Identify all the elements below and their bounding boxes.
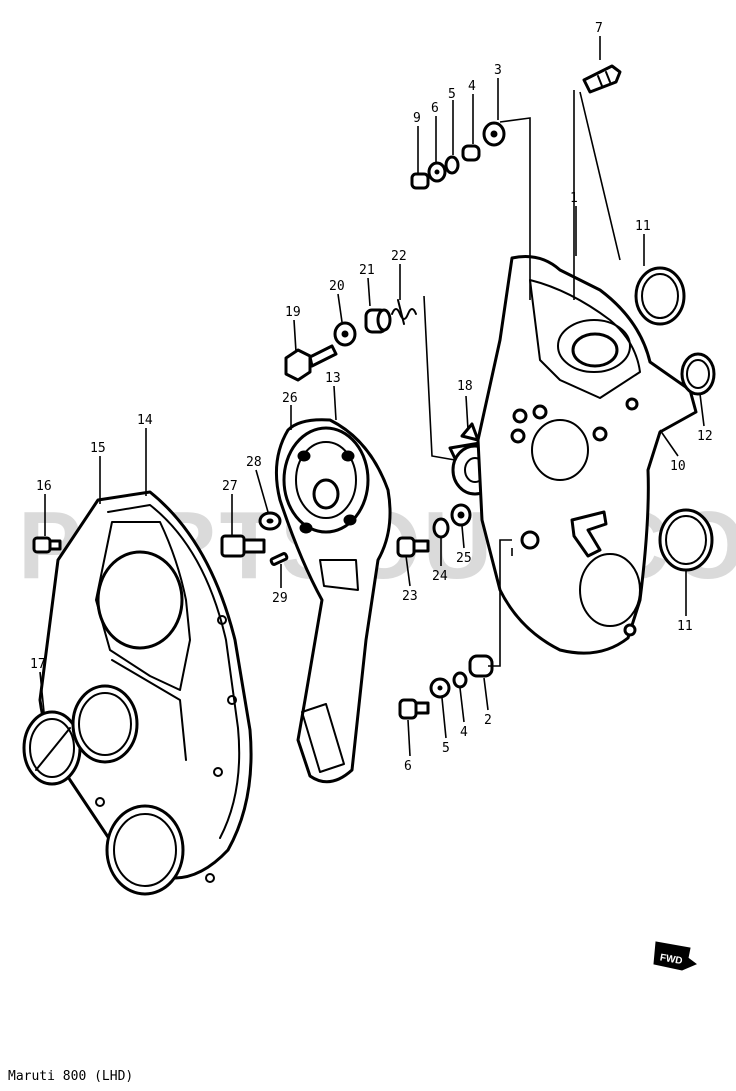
- callout-17: 17: [30, 657, 46, 672]
- seal-11-lower[interactable]: [658, 508, 714, 572]
- collar-4-upper[interactable]: [461, 144, 481, 162]
- callout-24: 24: [432, 569, 448, 584]
- stud-7[interactable]: [582, 64, 622, 94]
- callout-3: 3: [494, 63, 502, 78]
- timing-belt-inside-cover[interactable]: [476, 255, 698, 655]
- callout-20: 20: [329, 279, 345, 294]
- washer-24[interactable]: [432, 517, 450, 539]
- leader-lines: [39, 36, 705, 757]
- washer-5-upper[interactable]: [444, 155, 460, 175]
- callout-6-lower: 6: [404, 759, 412, 774]
- callout-labels: 7 3 4 5 6 9 1 11 22 21 20 19 13 26 14 15…: [30, 21, 713, 774]
- bolt-9[interactable]: [410, 172, 430, 190]
- callout-26: 26: [282, 391, 298, 406]
- washer-20[interactable]: [333, 321, 357, 347]
- cover-seal-17[interactable]: [22, 710, 82, 786]
- callout-5-lower: 5: [442, 741, 450, 756]
- callout-19: 19: [285, 305, 301, 320]
- callout-15: 15: [90, 441, 106, 456]
- callout-6-upper: 6: [431, 101, 439, 116]
- callout-28: 28: [246, 455, 262, 470]
- callout-29: 29: [272, 591, 288, 606]
- seal-12[interactable]: [680, 352, 716, 396]
- spring-22[interactable]: [391, 299, 417, 325]
- callout-18: 18: [457, 379, 473, 394]
- diagram-caption: Maruti 800 (LHD): [8, 1069, 133, 1084]
- bolt-6-lower[interactable]: [398, 698, 430, 720]
- fwd-direction-marker: FWD: [653, 941, 697, 971]
- callout-11-upper: 11: [635, 219, 651, 234]
- callout-7: 7: [595, 21, 603, 36]
- callout-13: 13: [325, 371, 341, 386]
- collar-4-lower[interactable]: [452, 671, 468, 689]
- callout-5-upper: 5: [448, 87, 456, 102]
- callout-25: 25: [456, 551, 472, 566]
- washer-25[interactable]: [450, 503, 472, 527]
- callout-21: 21: [359, 263, 375, 278]
- bolt-19[interactable]: [284, 344, 338, 382]
- crankshaft-pulley-26[interactable]: [282, 426, 370, 534]
- callout-10: 10: [670, 459, 686, 474]
- seal-11-upper[interactable]: [634, 266, 686, 326]
- fwd-label: FWD: [659, 952, 683, 967]
- callout-1: 1: [570, 191, 578, 206]
- callout-14: 14: [137, 413, 153, 428]
- callout-9: 9: [413, 111, 421, 126]
- grommet-3[interactable]: [482, 121, 506, 147]
- bolt-23[interactable]: [396, 536, 430, 558]
- cover-bolt-16[interactable]: [32, 536, 62, 554]
- callout-4-upper: 4: [468, 79, 476, 94]
- cover-seal-lower[interactable]: [105, 804, 185, 896]
- callout-22: 22: [391, 249, 407, 264]
- washer-28[interactable]: [258, 511, 282, 531]
- callout-27: 27: [222, 479, 238, 494]
- cover-seal-upper[interactable]: [71, 684, 139, 764]
- washer-6-upper[interactable]: [427, 161, 447, 183]
- assembly-lines: [423, 90, 621, 667]
- callout-2: 2: [484, 713, 492, 728]
- spacer-21[interactable]: [364, 308, 392, 334]
- callout-23: 23: [402, 589, 418, 604]
- pin-29[interactable]: [269, 552, 289, 566]
- washer-5-lower[interactable]: [429, 677, 451, 699]
- callout-12: 12: [697, 429, 713, 444]
- callout-4-lower: 4: [460, 725, 468, 740]
- bolt-27[interactable]: [220, 534, 266, 558]
- callout-11-lower: 11: [677, 619, 693, 634]
- callout-16: 16: [36, 479, 52, 494]
